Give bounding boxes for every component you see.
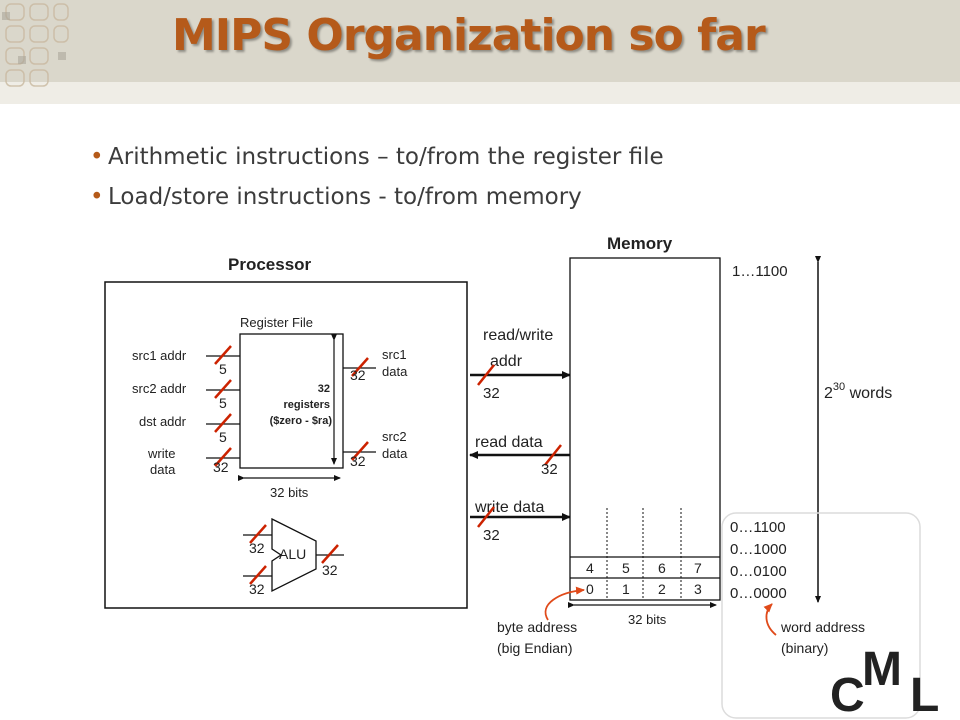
src1-data-bits: 32 xyxy=(350,367,366,383)
logo-letter-c: C xyxy=(830,669,865,720)
src2-data-label: data xyxy=(382,446,408,461)
addr-bus-slash xyxy=(477,364,495,386)
src2-data-bits: 32 xyxy=(350,453,366,469)
addr-bus-label: read/write xyxy=(483,327,553,344)
bullet-icon: • xyxy=(90,144,104,170)
logo-letter-l: L xyxy=(910,669,939,720)
register-file-box xyxy=(239,333,344,469)
byte-address-pointer xyxy=(544,586,585,621)
src2-addr-slash xyxy=(214,379,232,399)
read-data-bus-bits: 32 xyxy=(541,461,558,478)
bullet-text: Load/store instructions - to/from memory xyxy=(108,184,582,210)
src1-data-label: src1 xyxy=(382,347,407,362)
read-data-bus-slash xyxy=(544,444,562,466)
write-data-label: data xyxy=(150,462,176,477)
alu-input-a-bits: 32 xyxy=(249,540,265,556)
src2-addr-bits: 5 xyxy=(219,395,227,411)
slide-header-band xyxy=(0,0,960,82)
memory-width-label: 32 bits xyxy=(628,612,667,627)
write-data-slash xyxy=(214,447,232,467)
write-data-bus-slash xyxy=(477,506,495,528)
byte-cell: 4 xyxy=(586,560,594,576)
top-address-label: 1…1100 xyxy=(732,263,788,280)
src2-data-label: src2 xyxy=(382,429,407,444)
word-address-label: 0…0000 xyxy=(730,585,787,602)
src2-addr-label: src2 addr xyxy=(132,381,187,396)
register-count-label: 32 xyxy=(318,383,330,395)
write-data-bus-bits: 32 xyxy=(483,527,500,544)
slide-header-rule xyxy=(0,82,960,104)
bullet-list: •Arithmetic instructions – to/from the r… xyxy=(90,144,664,224)
register-file-title: Register File xyxy=(240,315,313,330)
read-data-bus-label: read data xyxy=(475,434,543,451)
alu-output-bits: 32 xyxy=(322,562,338,578)
byte-cell: 3 xyxy=(694,581,702,597)
word-address-pointer xyxy=(763,603,777,636)
byte-cell: 6 xyxy=(658,560,666,576)
addr-bus-bits: 32 xyxy=(483,385,500,402)
register-width-label: 32 bits xyxy=(270,485,309,500)
logo-letter-m: M xyxy=(862,643,902,696)
slide-title: MIPS Organization so far xyxy=(172,10,766,61)
memory-title: Memory xyxy=(607,234,673,253)
dst-addr-bits: 5 xyxy=(219,429,227,445)
write-data-label: write xyxy=(147,446,175,461)
alu-label: ALU xyxy=(279,546,306,562)
memory-box xyxy=(569,257,721,601)
bullet-item: •Arithmetic instructions – to/from the r… xyxy=(90,144,664,170)
word-address-label: 0…1000 xyxy=(730,541,787,558)
src1-addr-bits: 5 xyxy=(219,361,227,377)
src1-data-label: data xyxy=(382,364,408,379)
cml-logo: C M L xyxy=(830,643,939,720)
word-address-note: word address xyxy=(780,619,865,635)
src1-data-slash xyxy=(351,357,369,377)
word-address-label: 0…0100 xyxy=(730,563,787,580)
src1-addr-label: src1 addr xyxy=(132,348,187,363)
logo-frame xyxy=(721,512,921,719)
bullet-icon: • xyxy=(90,184,104,210)
bullet-text: Arithmetic instructions – to/from the re… xyxy=(108,144,664,170)
byte-cell: 0 xyxy=(586,581,594,597)
byte-address-note: (big Endian) xyxy=(497,640,573,656)
word-address-label: 0…1100 xyxy=(730,519,786,536)
alu-input-b-bits: 32 xyxy=(249,581,265,597)
word-address-note: (binary) xyxy=(781,640,828,656)
byte-cell: 5 xyxy=(622,560,630,576)
src2-data-slash xyxy=(351,441,369,461)
byte-cell: 7 xyxy=(694,560,702,576)
byte-cell: 1 xyxy=(622,581,630,597)
byte-cell: 2 xyxy=(658,581,666,597)
memory-size-label: 230 words xyxy=(824,381,892,402)
dst-addr-label: dst addr xyxy=(139,414,187,429)
processor-box xyxy=(104,281,468,609)
alu-output-slash xyxy=(321,544,339,564)
addr-bus-label: addr xyxy=(490,353,523,370)
dst-addr-slash xyxy=(214,413,232,433)
byte-address-note: byte address xyxy=(497,619,577,635)
alu-input-a-slash xyxy=(249,524,267,544)
processor-title: Processor xyxy=(228,255,312,274)
write-data-bits: 32 xyxy=(213,459,229,475)
alu-input-b-slash xyxy=(249,565,267,585)
write-data-bus-label: write data xyxy=(474,499,544,516)
register-range-label: ($zero - $ra) xyxy=(270,415,333,427)
register-count-label: registers xyxy=(284,399,330,411)
bullet-item: •Load/store instructions - to/from memor… xyxy=(90,184,664,210)
src1-addr-slash xyxy=(214,345,232,365)
